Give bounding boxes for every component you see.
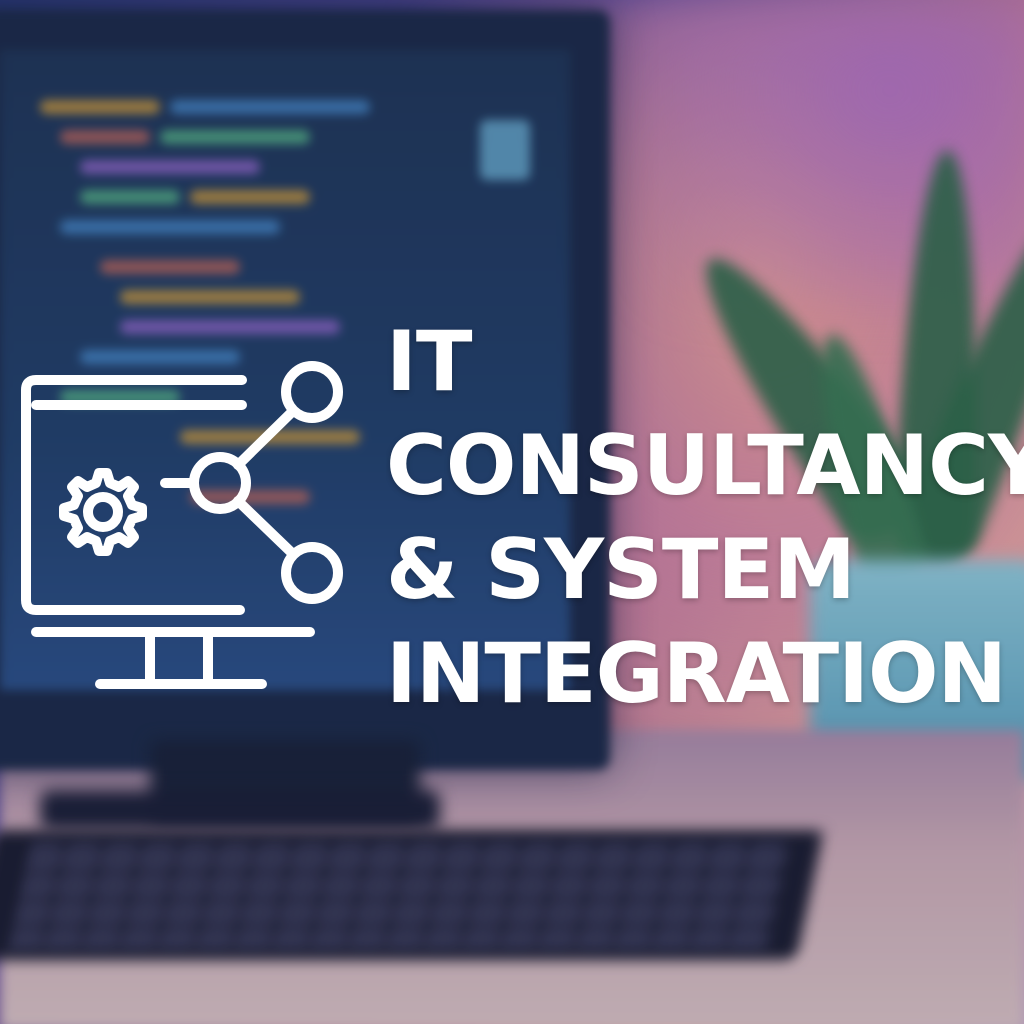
code-line (190, 190, 310, 204)
monitor-screen (0, 50, 570, 690)
monitor-base (40, 790, 440, 830)
logo-svg (21, 361, 343, 689)
code-line (60, 130, 150, 144)
code-line (480, 120, 530, 180)
node-link-top (233, 406, 298, 470)
code-line (80, 350, 240, 364)
code-line (80, 160, 260, 174)
headline-line-2: CONSULTANCY (386, 417, 1024, 514)
gear-icon (59, 468, 147, 556)
monitor (0, 10, 610, 770)
code-line (40, 100, 160, 114)
headline-line-3: & SYSTEM (386, 521, 856, 618)
code-line (170, 100, 370, 114)
code-line (160, 130, 310, 144)
headline-line-4: INTEGRATION (386, 625, 1007, 722)
headline: IT CONSULTANCY & SYSTEM INTEGRATION (386, 310, 1024, 726)
code-line (100, 260, 240, 274)
code-line (60, 220, 280, 234)
node-bottom (281, 542, 343, 604)
code-line (80, 190, 180, 204)
monitor-gear-network-icon (10, 350, 350, 700)
code-line (120, 320, 340, 334)
headline-line-1: IT (386, 313, 473, 410)
gear-hub (83, 492, 123, 532)
code-line (190, 490, 310, 504)
code-line (120, 290, 300, 304)
monitor-outline (21, 375, 247, 615)
node-link-bottom (233, 496, 298, 559)
node-top (281, 361, 343, 423)
